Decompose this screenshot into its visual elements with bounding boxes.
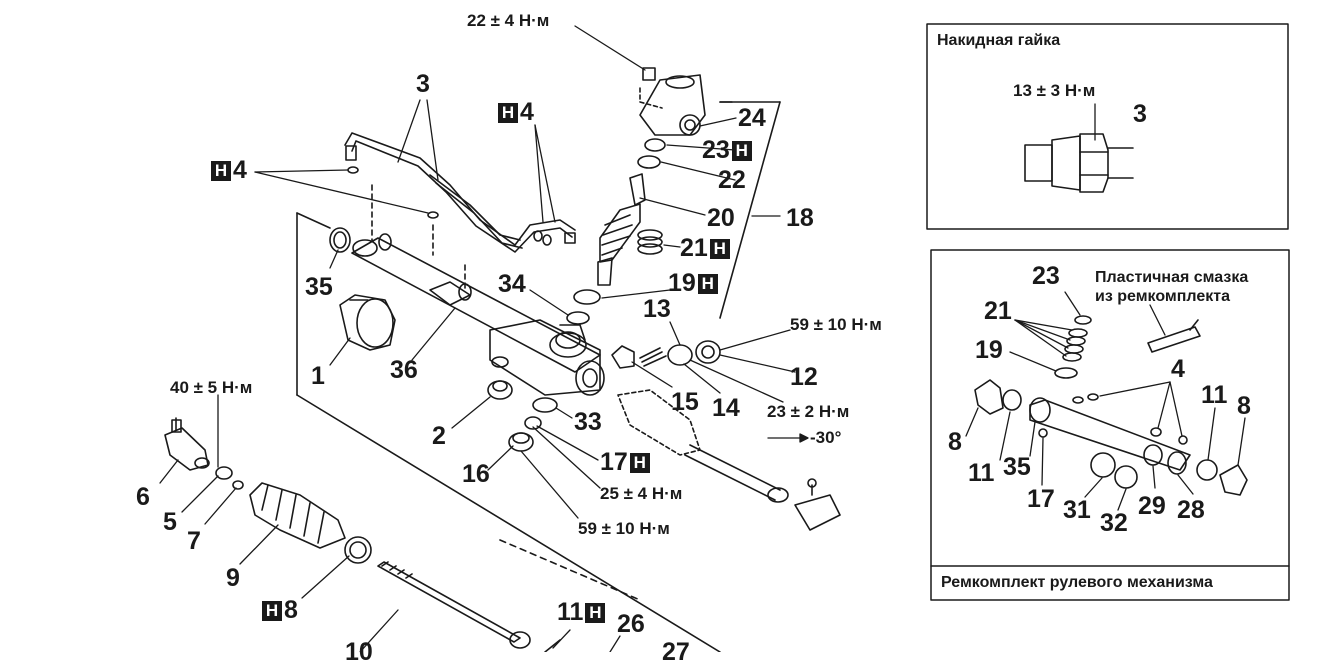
kit-part-label-35: 35	[1003, 453, 1031, 481]
part-label-22: 22	[718, 166, 746, 194]
h-mark-icon: H	[697, 274, 718, 294]
torque-label-40: 40 ± 5 Н·м	[170, 378, 253, 397]
torque-label-59-lower: 59 ± 10 Н·м	[578, 519, 670, 538]
part-label-1: 1	[311, 362, 325, 390]
panel-nut-title: Накидная гайка	[937, 32, 1061, 49]
part-label-27: 27	[662, 638, 690, 666]
part-label-14: 14	[712, 394, 740, 422]
part-label-9: 9	[226, 564, 240, 592]
part-label-35: 35	[305, 273, 333, 301]
part-label-16: 16	[462, 460, 490, 488]
torque-label-23: 23 ± 2 Н·м	[767, 402, 850, 421]
torque-label-59-upper: 59 ± 10 Н·м	[790, 315, 882, 334]
kit-part-label-23: 23	[1032, 262, 1060, 290]
part-label-3: 3	[416, 70, 430, 98]
h-mark-icon: H	[498, 103, 518, 123]
h-mark-icon: H	[709, 239, 730, 259]
h-mark-icon: H	[211, 161, 231, 181]
kit-part-label-31: 31	[1063, 496, 1091, 524]
part-label-2: 2	[432, 422, 446, 450]
kit-part-label-8-left: 8	[948, 428, 962, 456]
kit-part-label-11-left: 11	[968, 459, 995, 487]
angle-label: -30°	[810, 428, 842, 447]
part-label-15: 15	[671, 388, 699, 416]
part-label-7: 7	[187, 527, 201, 555]
kit-part-label-8-right: 8	[1237, 392, 1251, 420]
kit-part-label-29: 29	[1138, 492, 1166, 520]
kit-part-label-21: 21	[984, 297, 1012, 325]
part-label-26: 26	[617, 610, 645, 638]
grease-note: Пластичная смазка из ремкомплекта	[1095, 269, 1249, 305]
h-mark-icon: H	[629, 453, 650, 473]
part-label-5: 5	[163, 508, 177, 536]
torque-label-top: 22 ± 4 Н·м	[467, 11, 550, 30]
part-label-18: 18	[786, 204, 814, 232]
kit-part-label-11-right: 11	[1201, 381, 1228, 409]
part-label-20: 20	[707, 204, 735, 232]
parts-drawing	[159, 23, 1290, 652]
part-label-24: 24	[738, 104, 766, 132]
part-label-6: 6	[136, 483, 150, 511]
torque-label-13: 13 ± 3 Н·м	[1013, 81, 1096, 100]
part-label-34: 34	[498, 270, 526, 298]
kit-part-label-19: 19	[975, 336, 1003, 364]
panel-nut-part-label-3: 3	[1133, 100, 1147, 128]
part-label-10: 10	[345, 638, 373, 666]
kit-part-label-32: 32	[1100, 509, 1128, 537]
h-mark-icon: H	[585, 603, 606, 623]
part-label-33: 33	[574, 408, 602, 436]
kit-part-label-4: 4	[1171, 355, 1185, 383]
h-mark-icon: H	[731, 141, 752, 161]
part-label-13: 13	[643, 295, 671, 323]
h-mark-icon: H	[262, 601, 282, 621]
part-label-12: 12	[790, 363, 818, 391]
kit-part-label-28: 28	[1177, 496, 1205, 524]
kit-part-label-17: 17	[1027, 485, 1055, 513]
panel-kit-caption: Ремкомплект рулевого механизма	[941, 574, 1213, 591]
torque-label-25: 25 ± 4 Н·м	[600, 484, 683, 503]
part-label-36: 36	[390, 356, 418, 384]
